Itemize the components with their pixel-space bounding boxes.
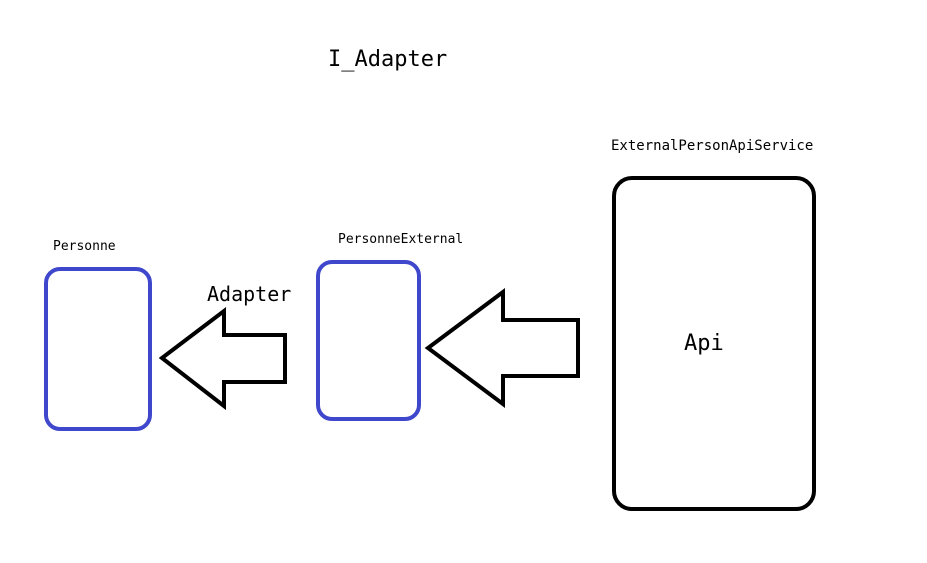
diagram-title: I_Adapter bbox=[328, 47, 448, 72]
adapter-label: Adapter bbox=[207, 282, 292, 306]
external-service-box bbox=[612, 176, 816, 511]
api-label: Api bbox=[684, 331, 724, 356]
adapter-arrow bbox=[158, 306, 287, 411]
personne-box bbox=[44, 267, 152, 431]
api-arrow bbox=[424, 288, 580, 408]
external-service-label: ExternalPersonApiService bbox=[611, 138, 814, 154]
personne-label: Personne bbox=[53, 239, 116, 254]
personne-external-box bbox=[316, 260, 421, 421]
personne-external-label: PersonneExternal bbox=[338, 232, 464, 247]
